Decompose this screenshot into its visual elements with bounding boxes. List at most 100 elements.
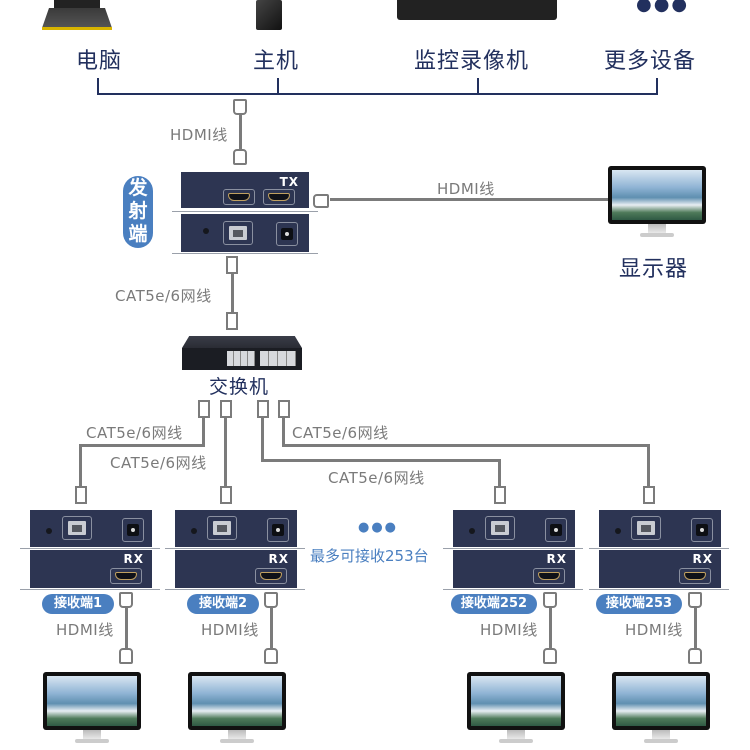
hdmi-cable-label: HDMI线 [170, 126, 228, 144]
network-cable-label: CAT5e/6网线 [86, 424, 183, 442]
rx-divider [443, 548, 583, 549]
receiver-label-252: 接收端252 [451, 594, 537, 614]
receiver-display-icon [188, 672, 286, 744]
network-cable-rx252 [261, 459, 501, 462]
dc-power-port [122, 518, 144, 542]
network-cable-label: CAT5e/6网线 [292, 424, 389, 442]
transmitter-unit: TX [181, 172, 309, 252]
source-label-computer: 电脑 [76, 49, 123, 74]
more-dots-icon: ●●● [636, 0, 690, 15]
lan-port [223, 221, 253, 245]
transmitter-badge [123, 176, 153, 248]
rj45-plug-icon [220, 486, 232, 504]
receiver-unit-2: RX [175, 510, 297, 588]
receiver-unit-252: RX [453, 510, 575, 588]
rj45-plug-icon [494, 486, 506, 504]
network-cable-rx1 [79, 444, 82, 486]
network-cable-rx252 [498, 459, 501, 486]
rx-divider [443, 589, 583, 590]
source-bus-line [97, 93, 658, 95]
receiver-display-icon [43, 672, 141, 744]
rj45-plug-icon [643, 486, 655, 504]
rx-lower-panel [599, 550, 721, 588]
rx-divider [165, 548, 305, 549]
dc-power-port [691, 518, 713, 542]
rj45-plug-icon [226, 312, 238, 330]
rx-divider [165, 589, 305, 590]
hdmi-cable [549, 606, 552, 648]
dc-power-port [545, 518, 567, 542]
source-label-nvr: 监控录像机 [414, 49, 530, 74]
reset-button [46, 528, 52, 534]
network-cable-rx253 [282, 416, 285, 446]
hdmi-cable [239, 113, 242, 149]
rx-lower-panel [30, 550, 152, 588]
receiver-display-icon [612, 672, 710, 744]
network-cable-rx253 [282, 444, 650, 447]
hdmi-plug-icon [543, 648, 557, 664]
reset-button [615, 528, 621, 534]
network-cable-label: CAT5e/6网线 [115, 287, 212, 305]
rx-badge: RX [546, 552, 567, 566]
hdmi-plug-icon [233, 149, 247, 165]
rx-divider [20, 548, 160, 549]
receiver-label-253: 接收端253 [596, 594, 682, 614]
receiver-label-1: 接收端1 [42, 594, 114, 614]
hdmi-cable-label: HDMI线 [201, 621, 259, 639]
receiver-unit-1: RX [30, 510, 152, 588]
tx-divider [172, 253, 318, 254]
transmitter-label: 发射端 [128, 177, 148, 245]
hdmi-loop-cable-label: HDMI线 [437, 180, 495, 198]
hdmi-output-port [679, 568, 711, 584]
hdmi-cable [125, 606, 128, 648]
lan-port [485, 516, 515, 540]
rx-lower-panel [175, 550, 297, 588]
hdmi-cable-label: HDMI线 [56, 621, 114, 639]
dc-power-port [267, 518, 289, 542]
rx-lower-panel [453, 550, 575, 588]
hdmi-plug-icon [688, 648, 702, 664]
reset-button [203, 228, 209, 234]
hdmi-cable-label: HDMI线 [480, 621, 538, 639]
hdmi-cable [694, 606, 697, 648]
nvr-recorder-icon [397, 0, 557, 20]
dc-power-port [276, 222, 298, 246]
source-label-host: 主机 [253, 49, 300, 74]
network-cable-label: CAT5e/6网线 [110, 454, 207, 472]
tx-badge: TX [279, 175, 299, 189]
rx-badge: RX [123, 552, 144, 566]
receiver-label-2: 接收端2 [187, 594, 259, 614]
rx-badge: RX [268, 552, 289, 566]
source-bus-tick [97, 78, 99, 95]
hdmi-output-port [263, 189, 295, 205]
hdmi-output-port [533, 568, 565, 584]
switch-label: 交换机 [209, 376, 270, 398]
network-cable-rx253 [647, 444, 650, 486]
receiver-unit-253: RX [599, 510, 721, 588]
source-bus-tick [277, 78, 279, 95]
source-label-more: 更多设备 [604, 49, 697, 74]
hdmi-cable [270, 606, 273, 648]
hdmi-output-port [255, 568, 287, 584]
reset-button [191, 528, 197, 534]
hdmi-output-port [110, 568, 142, 584]
source-bus-tick [477, 78, 479, 95]
max-receivers-note: 最多可接收253台 [310, 547, 429, 565]
network-switch-icon [182, 336, 302, 372]
hdmi-loop-cable [330, 198, 608, 201]
hdmi-plug-icon [264, 648, 278, 664]
hdmi-plug-icon [119, 648, 133, 664]
reset-button [469, 528, 475, 534]
rj45-plug-icon [75, 486, 87, 504]
hdmi-input-port [223, 189, 255, 205]
network-cable-rx1 [202, 416, 205, 446]
lan-port [207, 516, 237, 540]
network-cable-rx2 [224, 416, 227, 486]
receiver-display-icon [467, 672, 565, 744]
display-label: 显示器 [619, 257, 689, 282]
rx-divider [589, 589, 729, 590]
desktop-tower-icon [256, 0, 282, 30]
network-cable-rx252 [261, 416, 264, 462]
lan-port [62, 516, 92, 540]
network-cable-label: CAT5e/6网线 [328, 469, 425, 487]
